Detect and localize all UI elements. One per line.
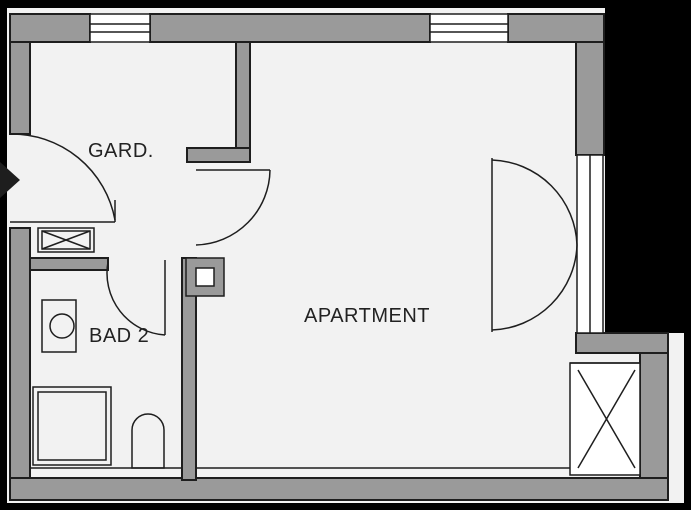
top-windows [89,13,509,43]
room-label-apartment: APARTMENT [304,305,430,327]
right-wall-upper [575,41,605,156]
wardrobe-door [195,169,271,246]
left-wall-bottom [9,227,31,479]
window-right [429,13,509,43]
room-label-bathroom: BAD 2 [89,325,149,347]
top-wall-middle [149,13,431,43]
partition-wall-upper [235,41,251,161]
shaft-cross-icon [37,227,95,253]
shower-tray-icon [32,386,112,466]
bottom-wall [9,477,669,501]
right-wall-bay-side [639,352,669,494]
sink-icon [41,299,77,353]
top-wall-left [9,13,91,43]
window-left [89,13,151,43]
entrance-door [9,133,116,223]
right-wall-bay-top [575,332,669,354]
entrance-arrow-icon [0,162,20,198]
wall-outlines [29,270,570,469]
top-wall-right [507,13,605,43]
walls [9,13,669,501]
storage-cross-icon [569,362,641,476]
bathroom-top-wall [29,257,109,271]
outside-area [605,8,691,333]
room-label-wardrobe: GARD. [88,140,154,162]
chimney-icon [185,257,225,297]
left-wall-top [9,41,31,135]
bathroom-door [106,260,166,336]
toilet-icon [131,413,165,469]
partition-wall-return [186,147,251,163]
balcony-door [491,154,604,334]
